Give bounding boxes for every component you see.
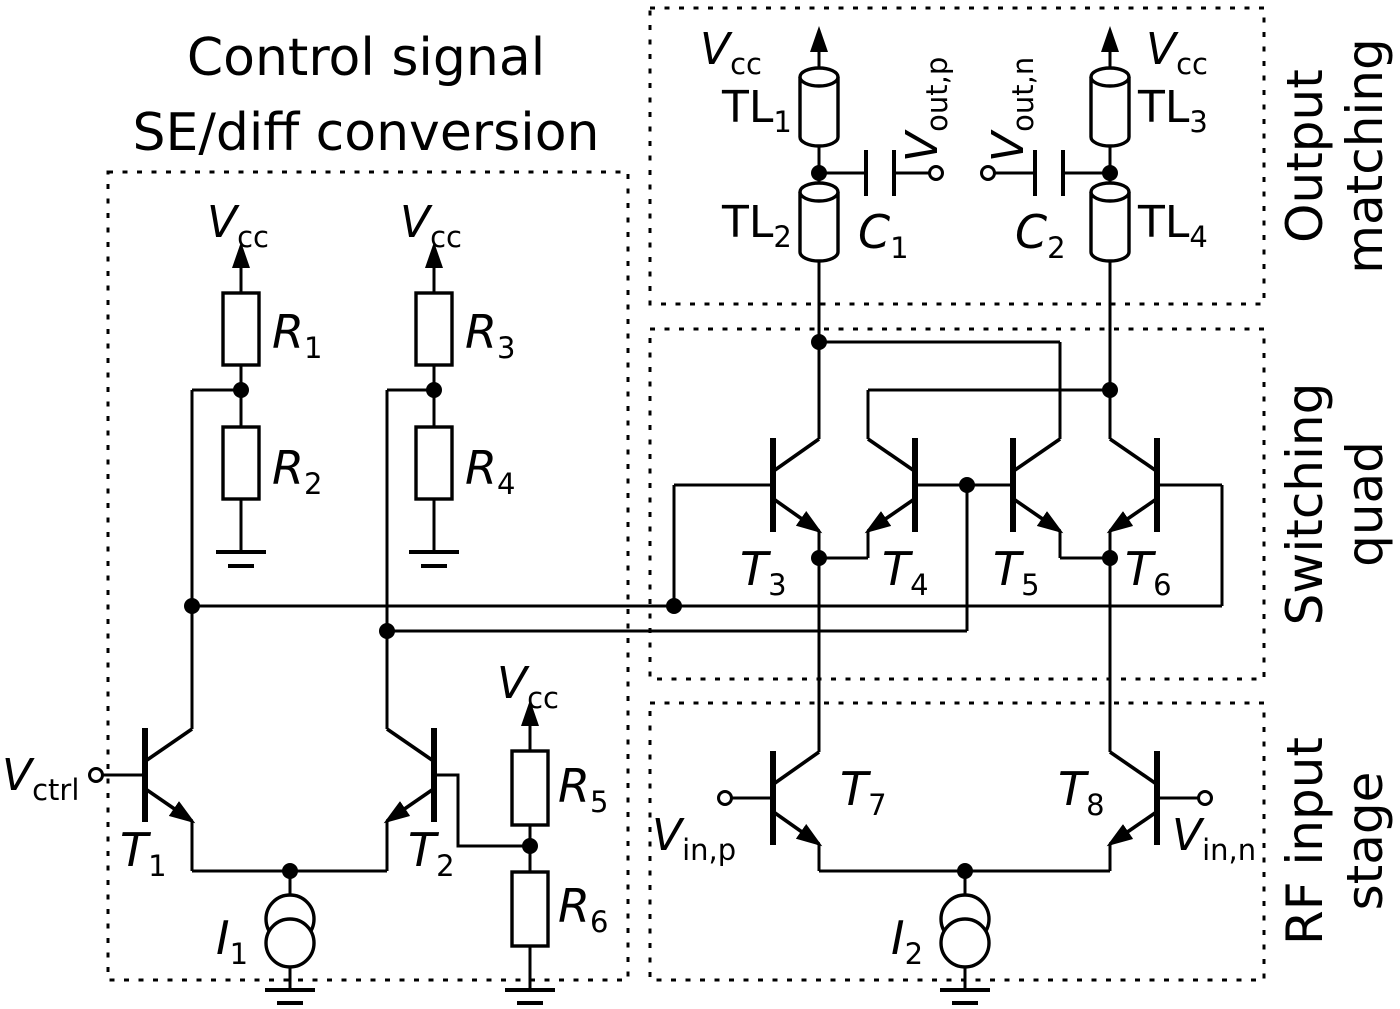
capacitor-C2 — [1033, 150, 1065, 196]
t5-label: T5 — [993, 542, 1040, 602]
tl1-label: TL1 — [721, 82, 792, 139]
resistor-R2 — [221, 425, 261, 501]
resistor-R6 — [510, 870, 550, 948]
junction-dots — [184, 165, 1118, 879]
transmission-line-TL3 — [1089, 26, 1131, 148]
r3-label: R3 — [465, 305, 515, 365]
terminal-vin-p — [717, 790, 733, 806]
t8-label: T8 — [1058, 762, 1105, 822]
ground-icon — [265, 988, 315, 1005]
transistor-T8 — [1106, 750, 1160, 847]
diagram-title-line1: Control signal — [187, 28, 545, 88]
output-matching-box — [648, 6, 1266, 306]
i1-label: I1 — [216, 911, 248, 971]
rf-input-label-line1: RF input — [1276, 737, 1334, 945]
i2-label: I2 — [891, 911, 923, 971]
ground-icon — [216, 550, 266, 568]
diagram-title-line2: SE/diff conversion — [132, 103, 599, 163]
tl2-label: TL2 — [721, 197, 792, 254]
output-matching-wires — [817, 146, 1112, 183]
vcc-label: Vcc — [400, 197, 462, 254]
output-matching-label-line1: Output — [1276, 69, 1334, 243]
r2-label: R2 — [272, 441, 322, 501]
r1-label: R1 — [272, 305, 322, 365]
vcc-label: Vcc — [1146, 24, 1208, 81]
terminal-vctrl — [88, 767, 104, 783]
transistor-T3 — [770, 437, 823, 534]
transmission-line-TL1 — [798, 26, 840, 148]
transmission-line-TL2 — [798, 181, 840, 263]
t4-label: T4 — [882, 542, 929, 602]
transistor-T7 — [770, 750, 823, 847]
vctrl-label: Vctrl — [2, 750, 79, 807]
vin-p-label: Vin,p — [652, 810, 736, 867]
c2-label: C2 — [1015, 205, 1066, 265]
transistor-T6 — [1106, 437, 1160, 534]
vcc-label: Vcc — [497, 658, 559, 715]
t1-label: T1 — [120, 823, 167, 883]
r4-label: R4 — [465, 441, 515, 501]
capacitor-C1 — [864, 150, 896, 196]
transmission-line-TL4 — [1089, 181, 1131, 263]
switching-quad-wires — [192, 261, 1224, 752]
vin-n-label: Vin,n — [1172, 810, 1256, 867]
current-source-I2 — [939, 893, 991, 969]
rf-input-label-line2: stage — [1336, 772, 1394, 911]
ground-icon — [409, 550, 459, 568]
tl4-label: TL4 — [1137, 197, 1208, 254]
ground-icon — [505, 988, 555, 1005]
resistor-R1 — [221, 242, 261, 367]
terminal-vout-n — [980, 165, 996, 181]
rf-input-box — [648, 701, 1266, 982]
transistor-T1 — [142, 727, 196, 824]
terminal-vout-p — [928, 165, 944, 181]
current-source-I1 — [264, 893, 316, 969]
tl3-label: TL3 — [1137, 82, 1208, 139]
c1-label: C1 — [858, 205, 909, 265]
switching-quad-box — [648, 327, 1266, 681]
ground-icon — [940, 988, 990, 1005]
transistor-T2 — [383, 727, 437, 824]
output-matching-label-line2: matching — [1336, 38, 1394, 273]
vcc-label: Vcc — [700, 24, 762, 81]
r6-label: R6 — [558, 879, 608, 939]
terminal-vin-n — [1197, 790, 1213, 806]
vout-n-label: Vout,n — [983, 57, 1040, 162]
switching-quad-label-line1: Switching — [1276, 383, 1334, 626]
resistor-R3 — [414, 242, 454, 367]
vout-p-label: Vout,p — [897, 57, 954, 162]
vcc-label: Vcc — [207, 197, 269, 254]
t3-label: T3 — [740, 542, 787, 602]
control-section-box — [106, 170, 630, 982]
resistor-R5 — [510, 700, 550, 827]
resistor-R4 — [414, 425, 454, 501]
transistor-T5 — [1010, 437, 1064, 534]
switching-quad-label-line2: quad — [1336, 441, 1394, 567]
r5-label: R5 — [558, 759, 608, 819]
t7-label: T7 — [840, 762, 887, 822]
t6-label: T6 — [1125, 542, 1172, 602]
transistor-T4 — [864, 437, 918, 534]
t2-label: T2 — [408, 823, 455, 883]
